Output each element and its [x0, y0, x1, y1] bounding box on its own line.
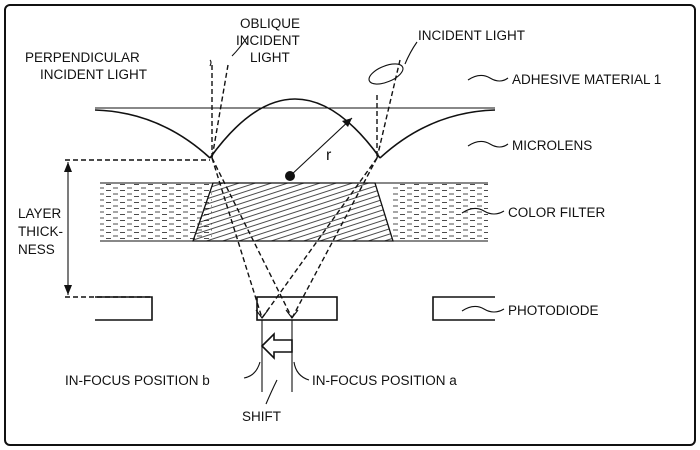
in-focus-a-label: IN-FOCUS POSITION a [312, 373, 457, 388]
color-filter-right [392, 183, 488, 241]
layer-thickness-label-1: LAYER [18, 206, 62, 221]
perpendicular-light-label-1: PERPENDICULAR [25, 50, 140, 65]
microlens-right [379, 109, 496, 159]
perpendicular-light-rays [211, 65, 378, 319]
photodiode-right [432, 296, 495, 321]
radius-label: r [326, 147, 332, 164]
microlens-array [94, 98, 496, 159]
perpendicular-light-label-2: INCIDENT LIGHT [40, 67, 147, 82]
in-focus-b-label: IN-FOCUS POSITION b [65, 373, 210, 388]
microlens-label: MICROLENS [512, 138, 592, 153]
photodiode-label: PHOTODIODE [508, 303, 599, 318]
radius-arrowhead [342, 118, 352, 127]
layer-thickness-label-3: NESS [18, 242, 55, 257]
figure-frame [4, 4, 696, 446]
shift-label: SHIFT [242, 409, 281, 424]
focus-arrow-a [285, 309, 299, 319]
oblique-light-label-3: LIGHT [250, 50, 290, 65]
adhesive-material-label: ADHESIVE MATERIAL 1 [512, 72, 661, 87]
shift-arrow [260, 332, 293, 360]
radius-line [289, 117, 353, 177]
shift-leader [265, 379, 278, 405]
oblique-light-label-1: OBLIQUE [240, 16, 300, 31]
focus-arrow-b [255, 309, 269, 319]
photodiode-row [95, 296, 495, 321]
incident-light-loop [368, 63, 404, 85]
incident-light-label: INCIDENT LIGHT [418, 28, 525, 43]
oblique-light-rays [211, 59, 401, 319]
color-filter-layer [100, 182, 488, 242]
color-filter-label: COLOR FILTER [508, 205, 606, 220]
microlens-left [94, 109, 211, 159]
layer-thickness-label-2: THICK- [18, 224, 63, 239]
color-filter-left [100, 183, 212, 241]
microlens-center [209, 98, 381, 159]
oblique-light-label-2: INCIDENT [236, 33, 300, 48]
photodiode-center [256, 296, 338, 321]
photodiode-left [95, 296, 153, 321]
